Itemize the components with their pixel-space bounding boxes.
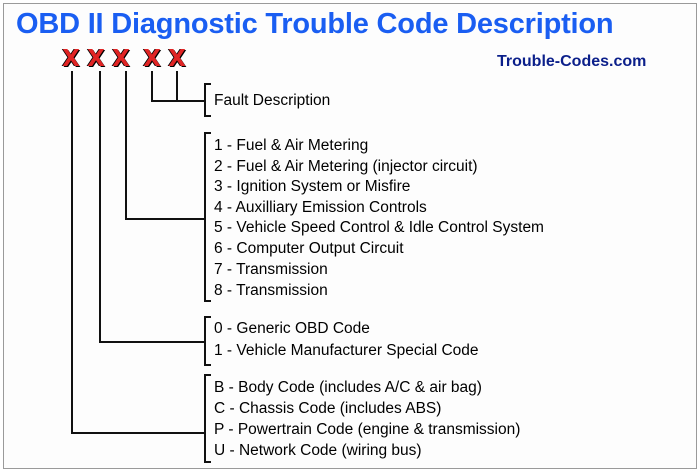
system-code-network: U - Network Code (wiring bus) <box>214 442 422 459</box>
site-name: Trouble-Codes.com <box>497 53 647 70</box>
bracket-codetype-bottom <box>204 364 211 366</box>
system-code-powertrain: P - Powertrain Code (engine & transmissi… <box>214 421 521 438</box>
subsystem-code-7: 7 - Transmission <box>214 261 328 278</box>
system-code-body: B - Body Code (includes A/C & air bag) <box>214 379 482 396</box>
bracket-fault <box>204 83 206 117</box>
bracket-system-bottom <box>204 461 211 463</box>
system-code-chassis: C - Chassis Code (includes ABS) <box>214 400 442 417</box>
bracket-subsystem-top <box>204 132 211 134</box>
subsystem-code-1: 1 - Fuel & Air Metering <box>214 137 369 154</box>
bracket-fault-bottom <box>204 115 211 117</box>
code-type-manufacturer: 1 - Vehicle Manufacturer Special Code <box>214 342 479 359</box>
bracket-codetype <box>204 316 206 366</box>
diagram-frame: OBD II Diagnostic Trouble Code Descripti… <box>3 3 697 469</box>
subsystem-code-6: 6 - Computer Output Circuit <box>214 240 404 257</box>
code-mark-4: X <box>143 46 161 72</box>
subsystem-code-5: 5 - Vehicle Speed Control & Idle Control… <box>214 219 544 236</box>
bracket-fault-top <box>204 83 211 85</box>
code-mark-2: X <box>87 46 105 72</box>
code-mark-5: X <box>168 46 186 72</box>
connector-mark-2 <box>99 71 101 343</box>
bracket-subsystem <box>204 132 206 302</box>
code-type-generic: 0 - Generic OBD Code <box>214 320 370 337</box>
connector-mark-1 <box>71 71 73 434</box>
bracket-system-top <box>204 374 211 376</box>
bracket-system <box>204 374 206 463</box>
subsystem-code-3: 3 - Ignition System or Misfire <box>214 178 411 195</box>
connector-codetype-horizontal <box>99 341 204 343</box>
connector-mark-3 <box>125 71 127 220</box>
diagram-title: OBD II Diagnostic Trouble Code Descripti… <box>16 8 614 40</box>
code-mark-3: X <box>112 46 130 72</box>
connector-mark-4 <box>151 71 153 102</box>
connector-subsystem-horizontal <box>125 218 204 220</box>
connector-mark-5 <box>176 71 178 102</box>
code-mark-1: X <box>62 46 80 72</box>
connector-fault-horizontal <box>151 100 204 102</box>
subsystem-code-4: 4 - Auxilliary Emission Controls <box>214 199 427 216</box>
bracket-subsystem-bottom <box>204 300 211 302</box>
fault-description-label: Fault Description <box>214 92 331 109</box>
bracket-codetype-top <box>204 316 211 318</box>
subsystem-code-8: 8 - Transmission <box>214 282 328 299</box>
connector-system-horizontal <box>71 432 204 434</box>
subsystem-code-2: 2 - Fuel & Air Metering (injector circui… <box>214 158 478 175</box>
